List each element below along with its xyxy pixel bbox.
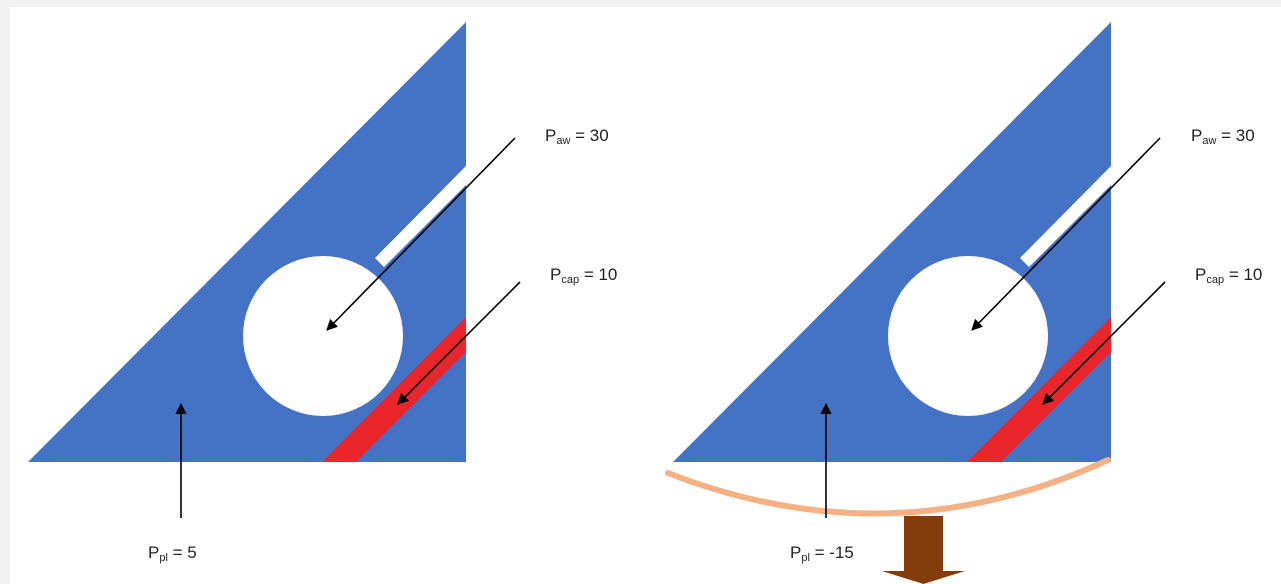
down-arrow-icon	[882, 516, 965, 584]
panel-left	[28, 22, 521, 518]
arrow-pcap-left	[397, 281, 521, 405]
label-ppl-right: Ppl = -15	[790, 543, 854, 564]
air-channel-left	[375, 166, 466, 267]
air-bubble-right	[888, 256, 1048, 416]
label-paw-right: Paw = 30	[1191, 126, 1255, 147]
water-film-left	[322, 317, 466, 462]
arrow-paw-left	[326, 137, 516, 331]
air-bubble-left	[243, 256, 403, 416]
label-paw-left: Paw = 30	[545, 126, 609, 147]
label-pcap-left: Pcap = 10	[550, 265, 618, 286]
arrow-paw-right	[971, 137, 1161, 331]
arrow-pcap-right	[1042, 281, 1166, 405]
label-pcap-right: Pcap = 10	[1195, 265, 1263, 286]
panel-right	[665, 22, 1166, 584]
boundary-arc-right	[665, 457, 1111, 517]
label-ppl-left: Ppl = 5	[148, 543, 197, 564]
air-channel-right	[1020, 166, 1111, 267]
water-film-right	[967, 317, 1111, 462]
